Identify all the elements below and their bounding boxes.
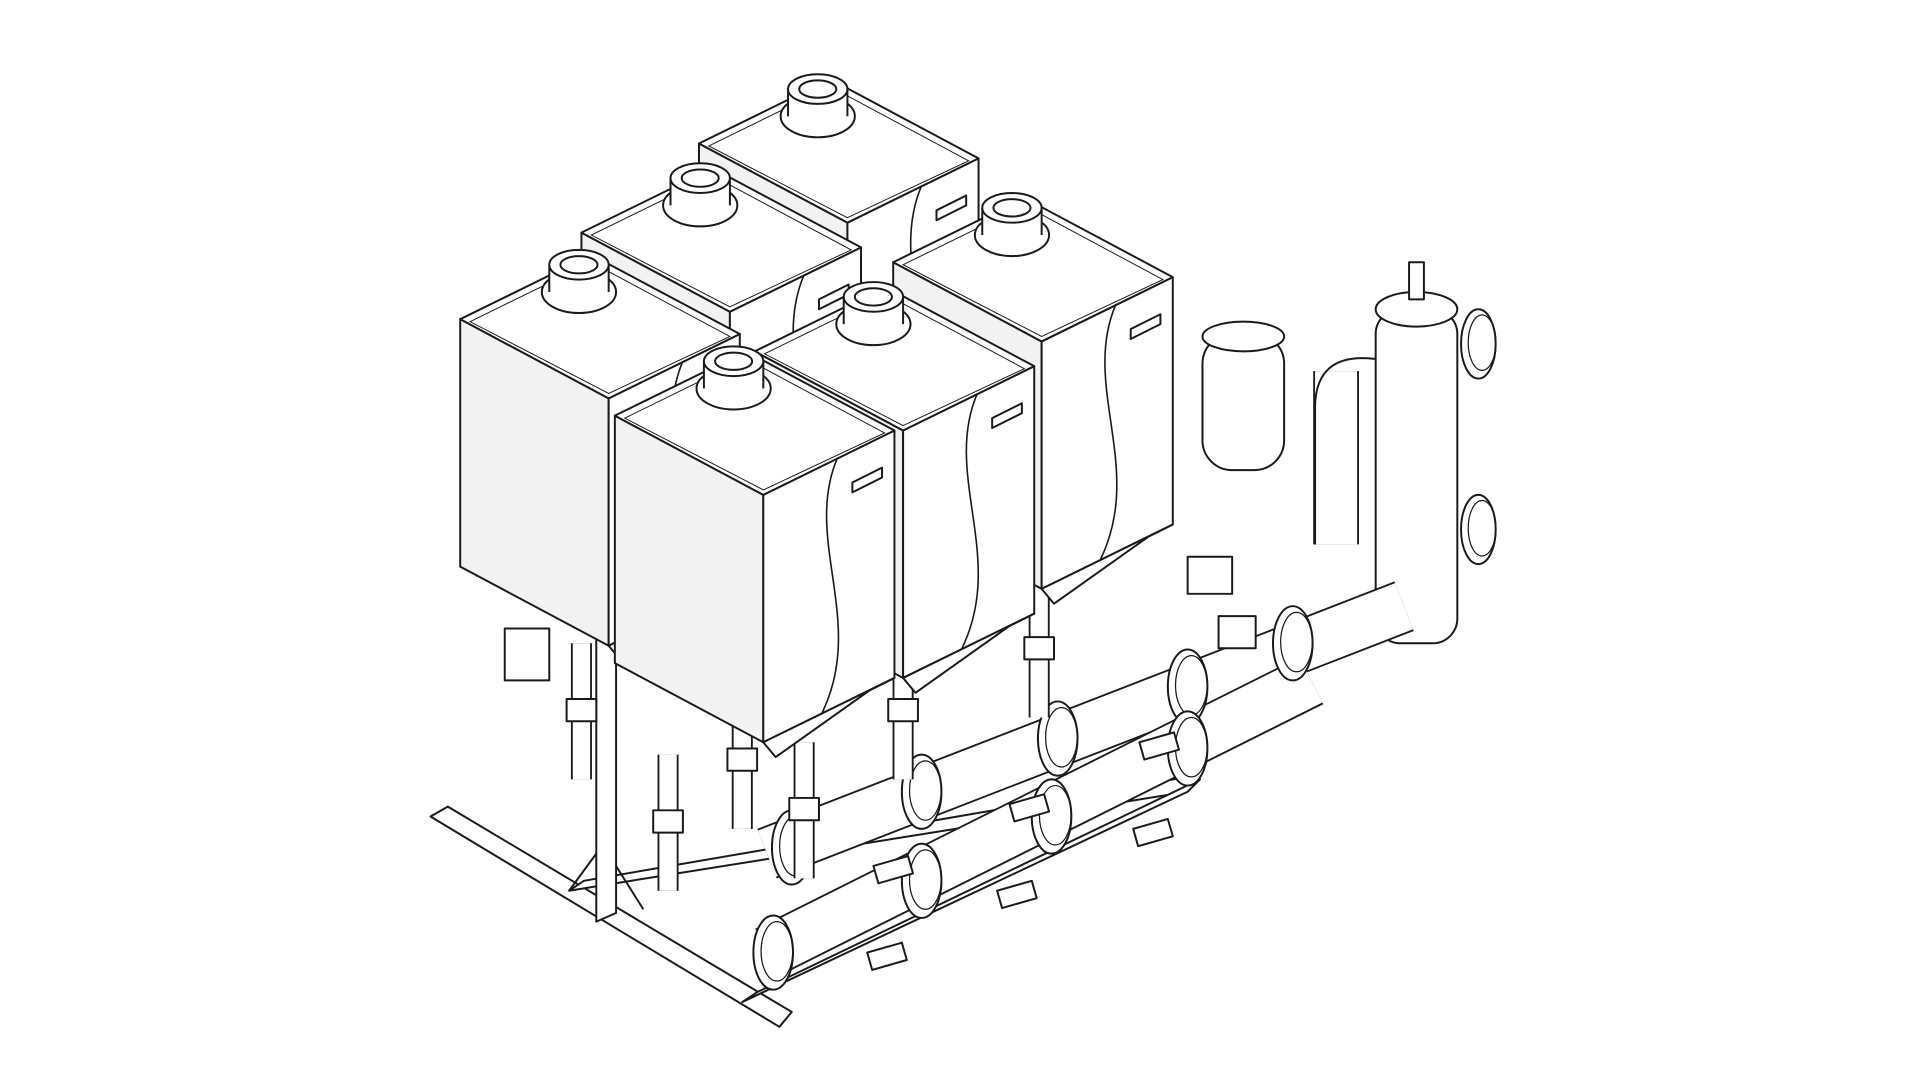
flow-header-flange-4-inner bbox=[1280, 611, 1313, 673]
frame-brace bbox=[568, 853, 598, 892]
boiler-front-2 bbox=[613, 345, 896, 759]
flue-inner bbox=[680, 168, 720, 188]
valve-4 bbox=[652, 809, 684, 834]
boiler-top-panel bbox=[892, 196, 1174, 343]
frame-brace bbox=[615, 865, 645, 910]
return-header-flange-2 bbox=[1030, 778, 1073, 855]
separator-bend bbox=[1314, 357, 1386, 545]
boiler-front-curve bbox=[812, 457, 840, 731]
boiler-top-panel bbox=[613, 350, 896, 496]
flue-inner bbox=[798, 79, 838, 99]
boiler-bottom-cover bbox=[902, 612, 1036, 694]
boiler-front-curve bbox=[1090, 304, 1118, 577]
boiler-top-panel bbox=[459, 253, 741, 400]
boiler-bottom-cover bbox=[762, 676, 896, 759]
flow-header-flange-4 bbox=[1272, 605, 1314, 682]
valve-0 bbox=[565, 697, 598, 723]
expansion-tank-top bbox=[1201, 320, 1286, 353]
separator-flange-bottom-inner bbox=[1467, 499, 1497, 557]
pipe-support-1 bbox=[996, 879, 1038, 910]
separator-flange-top-inner bbox=[1467, 314, 1497, 372]
flue-inner bbox=[714, 351, 754, 371]
boiler-badge bbox=[1129, 313, 1162, 340]
return-header-flange-0-inner bbox=[760, 921, 794, 982]
flue-inner bbox=[992, 198, 1032, 218]
valve-3 bbox=[1023, 636, 1056, 661]
boiler-badge bbox=[851, 466, 884, 494]
boiler-top-panel bbox=[580, 167, 863, 313]
pipe-support-2 bbox=[1132, 817, 1174, 848]
return-header-flange-0 bbox=[752, 914, 794, 991]
pipe-support-4 bbox=[1008, 793, 1051, 823]
flue-inner bbox=[559, 255, 599, 275]
pipe-support-3 bbox=[872, 855, 914, 885]
boiler-top-panel bbox=[753, 286, 1036, 432]
flow-header-flange-2-inner bbox=[1044, 707, 1078, 768]
boiler-bottom-cover bbox=[1040, 523, 1174, 605]
pump-box bbox=[503, 627, 551, 682]
return-header-flange-1-inner bbox=[908, 849, 942, 910]
circulator-pump bbox=[1217, 615, 1257, 650]
valve-2 bbox=[887, 697, 919, 723]
pipe-support-0 bbox=[866, 941, 908, 971]
air-vent bbox=[1408, 261, 1425, 301]
valve-1 bbox=[726, 747, 759, 772]
flow-header-flange-1-inner bbox=[908, 760, 942, 821]
boiler-front-curve bbox=[951, 393, 980, 666]
valve-5 bbox=[788, 796, 820, 822]
expansion-tank bbox=[1201, 333, 1286, 472]
circulator-pump bbox=[1186, 555, 1234, 595]
boiler-badge bbox=[991, 402, 1023, 430]
boiler-top-panel bbox=[697, 78, 980, 224]
boiler-badge bbox=[935, 194, 968, 222]
return-header-flange-1 bbox=[900, 842, 943, 919]
flue-inner bbox=[853, 287, 893, 307]
pipe-support-5 bbox=[1138, 731, 1180, 761]
base-rail-left bbox=[429, 805, 793, 1028]
base-rail-front bbox=[741, 778, 1201, 1004]
